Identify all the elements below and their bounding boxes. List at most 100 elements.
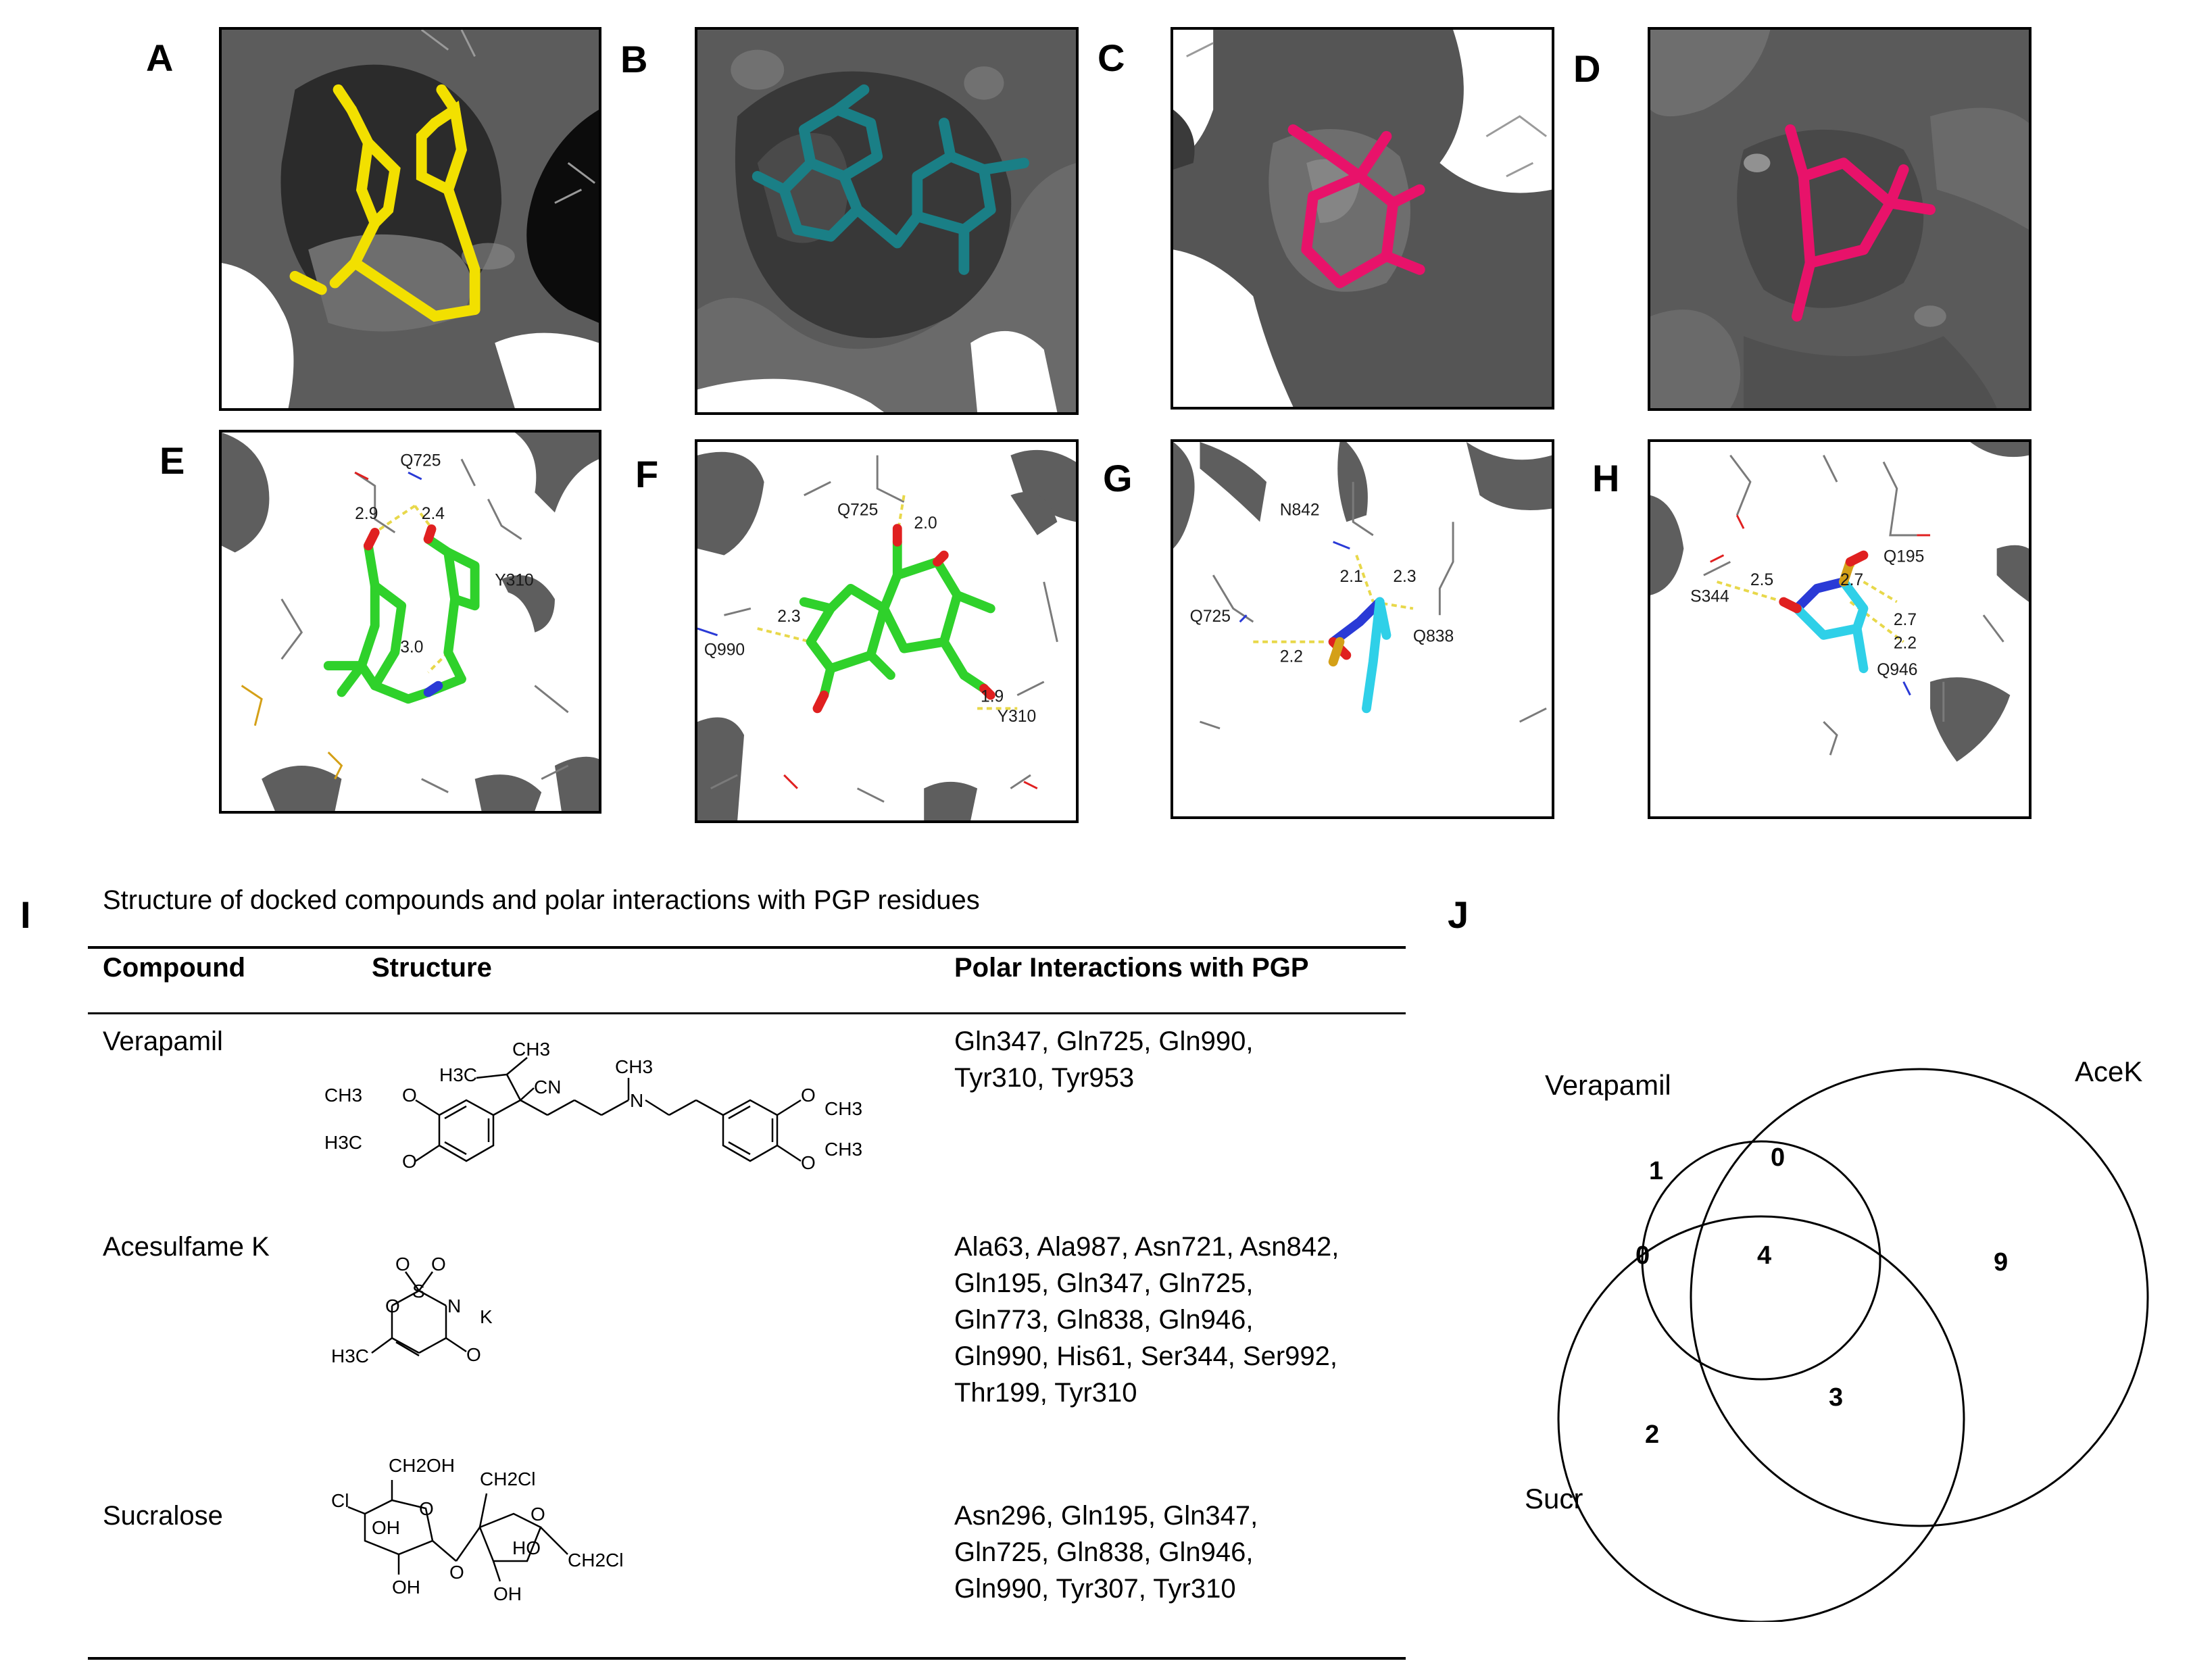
- panel-label-f: F: [635, 453, 659, 495]
- venn-circle-acek: [1690, 1068, 2149, 1527]
- label-q725-g: Q725: [1190, 608, 1231, 626]
- dist-h-2: 2.7: [1840, 571, 1863, 589]
- struct-ch3-right-bottom: CH3: [824, 1139, 862, 1160]
- protein-ribbons: [222, 433, 599, 811]
- panel-a-svg: [222, 30, 599, 408]
- venn-label-acek: AceK: [2075, 1056, 2142, 1087]
- protein-ribbons-g: [1173, 442, 1552, 549]
- table-header-compound: Compound: [103, 953, 246, 983]
- struct-o-link: O: [449, 1562, 464, 1583]
- interaction-line: Gln990, Tyr307, Tyr310: [954, 1574, 1236, 1604]
- struct-o-ring2: O: [531, 1504, 545, 1525]
- struct-h3c-left-top: CH3: [324, 1085, 362, 1106]
- table-title: Structure of docked compounds and polar …: [103, 885, 980, 915]
- struct-ch3-right-top: CH3: [824, 1098, 862, 1119]
- interaction-line: Ala63, Ala987, Asn721, Asn842,: [954, 1232, 1339, 1262]
- label-y310-f: Y310: [998, 708, 1037, 726]
- label-q946-h: Q946: [1877, 661, 1917, 679]
- dist-e-2: 2.4: [422, 505, 445, 523]
- panel-label-e: E: [159, 439, 185, 482]
- panel-label-h: H: [1592, 457, 1620, 499]
- table-row-sucralose-compound: Sucralose: [103, 1501, 223, 1531]
- panel-c-surface-view: [1171, 27, 1554, 410]
- hbonds-g: [1253, 554, 1414, 643]
- struct-o-keto: O: [466, 1344, 481, 1365]
- table-row-acek-compound: Acesulfame K: [103, 1232, 270, 1262]
- venn-label-sucr: Sucr: [1525, 1483, 1583, 1514]
- struct-ch3: CH3: [512, 1041, 550, 1060]
- struct-h3c: H3C: [439, 1064, 477, 1085]
- table-row-sucralose-interactions: Asn296, Gln195, Gln347, Gln725, Gln838, …: [954, 1498, 1258, 1607]
- venn-count-acek-only: 9: [1994, 1248, 2008, 1277]
- struct-ch2cl-top: CH2Cl: [480, 1468, 535, 1489]
- struct-ch2oh: CH2OH: [389, 1455, 455, 1476]
- sucralose-sticks: [752, 84, 1029, 275]
- acek-sticks-c: [1287, 124, 1425, 289]
- panel-label-c: C: [1098, 36, 1125, 79]
- struct-o-left-bottom: O: [402, 1151, 417, 1172]
- struct-oh2: OH: [392, 1577, 420, 1598]
- struct-o2: O: [431, 1254, 446, 1275]
- label-y310-e: Y310: [495, 572, 534, 590]
- label-q838-g: Q838: [1413, 628, 1454, 646]
- interaction-line: Tyr310, Tyr953: [954, 1063, 1135, 1093]
- panel-g-interaction-view: N842 Q725 Q838 2.1 2.3 2.2: [1171, 439, 1554, 819]
- panel-label-b: B: [620, 38, 648, 80]
- venn-count-acek-sucr: 3: [1829, 1383, 1843, 1412]
- dist-h-4: 2.2: [1894, 635, 1917, 653]
- panel-b-surface-view: [695, 27, 1079, 415]
- label-n842-g: N842: [1280, 501, 1320, 519]
- struct-h3c-ace: H3C: [331, 1345, 369, 1366]
- acek-docked-sticks-g: [1328, 597, 1392, 714]
- dist-e-1: 2.9: [355, 505, 378, 523]
- dist-f-1: 2.0: [914, 514, 937, 533]
- struct-o-left: O: [402, 1085, 417, 1106]
- struct-oh3: OH: [493, 1583, 522, 1604]
- struct-s: S: [412, 1281, 425, 1302]
- interaction-line: Gln725, Gln838, Gln946,: [954, 1537, 1254, 1567]
- table-header-interactions: Polar Interactions with PGP: [954, 953, 1309, 983]
- venn-circle-sucr: [1557, 1215, 1965, 1622]
- struct-n: N: [630, 1090, 643, 1111]
- table-row-verapamil-compound: Verapamil: [103, 1027, 223, 1056]
- panel-label-g: G: [1103, 457, 1133, 499]
- sucralose-structure: CH2OH Cl OH OH O CH2Cl HO CH2Cl OH O O: [331, 1455, 623, 1604]
- panel-label-i: I: [20, 893, 31, 936]
- struct-k: K: [480, 1306, 493, 1327]
- struct-ho: HO: [512, 1537, 541, 1558]
- panel-d-surface-view: [1648, 27, 2032, 411]
- struct-cl: Cl: [331, 1490, 349, 1511]
- struct-o-ring1: O: [419, 1498, 434, 1519]
- label-q195-h: Q195: [1884, 547, 1924, 566]
- dist-f-3: 1.9: [981, 688, 1004, 706]
- panel-f-interaction-view: Q725 Q990 Y310 2.0 2.3 1.9: [695, 439, 1079, 823]
- struct-o-right-top: O: [801, 1085, 816, 1106]
- venn-count-verapamil-acek: 0: [1771, 1143, 1785, 1172]
- struct-n-ace: N: [447, 1295, 461, 1316]
- venn-count-verapamil-only: 1: [1649, 1157, 1663, 1185]
- panel-g-svg: N842 Q725 Q838 2.1 2.3 2.2: [1173, 442, 1552, 816]
- table-rule-header: [88, 1012, 1406, 1014]
- table-rule-bottom: [88, 1657, 1406, 1660]
- label-q725-e: Q725: [400, 451, 441, 470]
- venn-count-verapamil-sucr: 0: [1635, 1241, 1650, 1270]
- acek-docked-sticks-h: [1779, 550, 1869, 674]
- verapamil-structure: CH3 H3C CN CH3 N O CH3 O H3C O O CH3 CH3: [324, 1041, 862, 1173]
- panel-h-interaction-view: S344 Q195 Q946 2.5 2.7 2.7 2.2: [1648, 439, 2032, 819]
- panel-d-svg: [1650, 30, 2029, 408]
- venn-label-verapamil: Verapamil: [1545, 1069, 1671, 1101]
- interaction-line: Asn296, Gln195, Gln347,: [954, 1501, 1258, 1531]
- interaction-line: Gln347, Gln725, Gln990,: [954, 1027, 1254, 1056]
- label-q725-f: Q725: [837, 501, 878, 519]
- struct-o-ring: O: [385, 1295, 400, 1316]
- dist-g-3: 2.2: [1280, 647, 1303, 666]
- panel-label-j: J: [1448, 893, 1469, 936]
- label-q990-f: Q990: [704, 641, 745, 659]
- struct-ch3-n: CH3: [615, 1056, 653, 1077]
- panel-label-d: D: [1573, 47, 1601, 90]
- struct-o-right-bottom: O: [801, 1152, 816, 1173]
- panel-c-svg: [1173, 30, 1552, 407]
- struct-o1: O: [395, 1254, 410, 1275]
- panel-a-surface-view: [219, 27, 601, 411]
- panel-b-svg: [697, 30, 1076, 412]
